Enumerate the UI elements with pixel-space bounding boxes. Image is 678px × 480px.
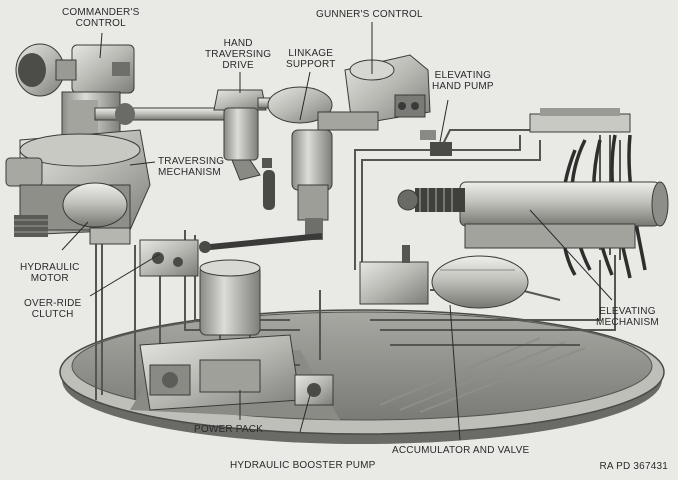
hydraulic-booster-pump bbox=[294, 374, 334, 406]
label-gunners-control: GUNNER'S CONTROL bbox=[316, 9, 423, 20]
accumulator-and-valve bbox=[359, 245, 529, 309]
traversing-mechanism bbox=[5, 129, 151, 245]
label-elevating-mechanism: ELEVATING MECHANISM bbox=[596, 306, 659, 328]
platform-floor-hatch bbox=[379, 337, 586, 413]
power-pack bbox=[139, 259, 301, 411]
label-hydraulic-booster-pump: HYDRAULIC BOOSTER PUMP bbox=[230, 460, 376, 471]
label-elevating-hand-pump: ELEVATING HAND PUMP bbox=[432, 70, 494, 92]
override-clutch bbox=[139, 239, 199, 277]
label-power-pack: POWER PACK bbox=[194, 424, 264, 435]
label-commanders-control: COMMANDER'S CONTROL bbox=[62, 7, 140, 29]
commanders-control bbox=[15, 43, 135, 139]
hand-traversing-drive bbox=[94, 89, 319, 210]
leader-lines bbox=[61, 22, 613, 441]
linkage-support bbox=[199, 86, 333, 253]
label-hydraulic-motor: HYDRAULIC MOTOR bbox=[20, 262, 80, 284]
figure-reference: RA PD 367431 bbox=[599, 461, 668, 472]
elevating-mechanism bbox=[397, 108, 669, 249]
label-hand-traversing-drive: HAND TRAVERSING DRIVE bbox=[205, 38, 272, 71]
elevating-hand-pump bbox=[420, 130, 452, 156]
label-linkage-support: LINKAGE SUPPORT bbox=[286, 48, 336, 70]
label-traversing-mechanism: TRAVERSING MECHANISM bbox=[158, 156, 225, 178]
label-override-clutch: OVER-RIDE CLUTCH bbox=[24, 298, 82, 320]
label-accumulator-and-valve: ACCUMULATOR AND VALVE bbox=[392, 445, 530, 456]
